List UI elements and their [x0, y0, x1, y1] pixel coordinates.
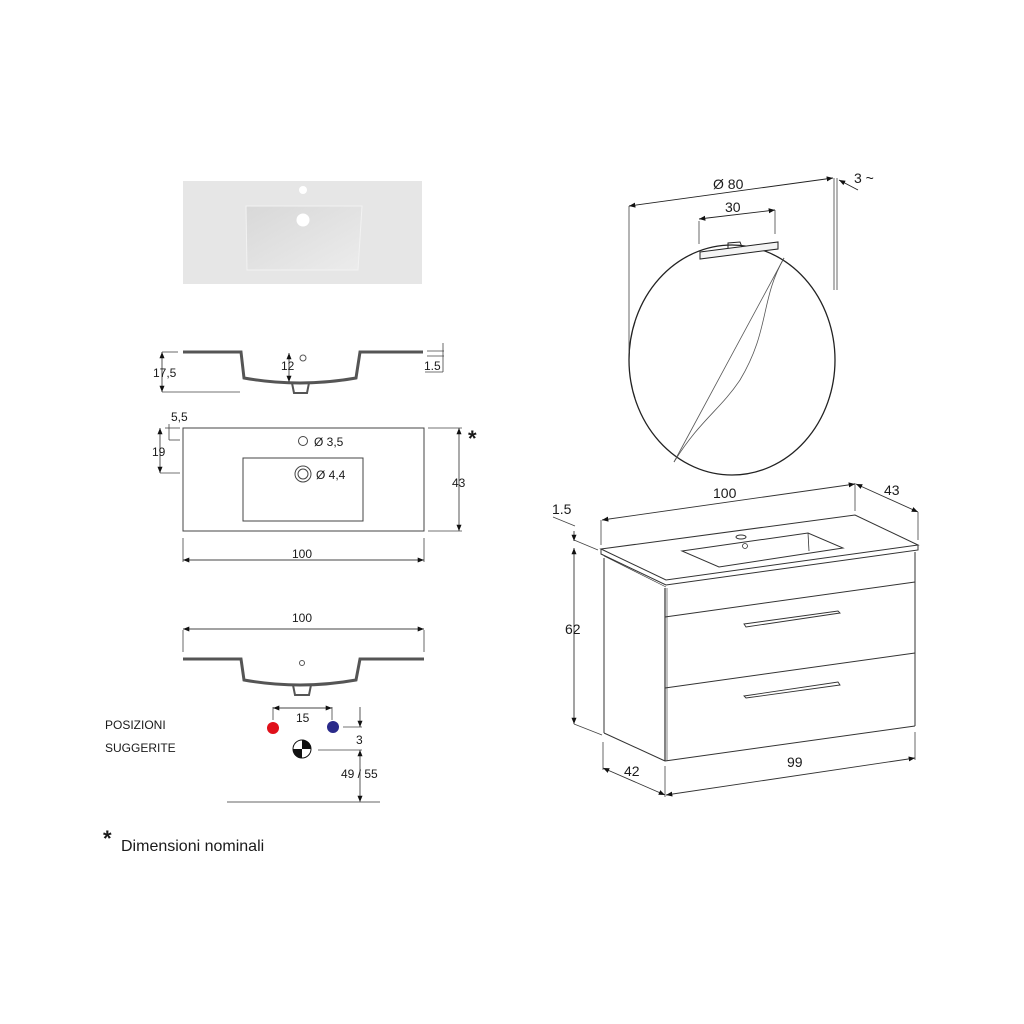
dim-rim-thickness: 1.5 — [424, 359, 441, 373]
sink-side-section — [159, 343, 444, 394]
dim-front-width: 100 — [292, 611, 312, 625]
tap-hole-icon — [298, 436, 308, 446]
mirror-diameter: Ø 80 — [713, 176, 744, 192]
drain-hole-icon — [296, 213, 310, 227]
dim-vertical-offset: 3 — [356, 733, 363, 747]
cabinet-top-thickness: 1.5 — [552, 501, 572, 517]
footnote-text: Dimensioni nominali — [121, 838, 265, 855]
dim-edge-offset: 5,5 — [171, 410, 188, 424]
sink-front-section — [182, 626, 425, 803]
cabinet-top-width: 100 — [713, 485, 737, 501]
cold-water-position-icon — [327, 721, 339, 733]
mirror-lamp-width: 30 — [725, 199, 741, 215]
mirror-wall-gap: 3 ~ — [854, 170, 874, 186]
cabinet-top-depth: 43 — [884, 482, 900, 498]
dim-depth: 43 — [452, 476, 466, 490]
mirror-outline-icon — [628, 244, 836, 476]
suggested-positions-label-2: SUGGERITE — [105, 741, 176, 755]
mirror-lamp-icon — [699, 241, 779, 260]
sink-top-render — [183, 181, 422, 284]
dim-tap-hole-offset: 19 — [152, 445, 166, 459]
drawer-handle-icon — [743, 610, 841, 628]
hot-water-position-icon — [267, 722, 279, 734]
drain-inner-icon — [297, 468, 309, 480]
dim-tap-spacing: 15 — [296, 711, 310, 725]
round-mirror — [628, 176, 859, 476]
dim-basin-depth: 12 — [281, 359, 295, 373]
dim-width: 100 — [292, 547, 312, 561]
vanity-cabinet — [552, 482, 920, 797]
cabinet-base-width: 99 — [787, 754, 803, 770]
cabinet-height: 62 — [565, 621, 581, 637]
sink-plan-view — [157, 424, 462, 563]
drawer-handle-icon — [743, 681, 841, 699]
tap-hole-label: Ø 3,5 — [314, 435, 344, 449]
drain-hole-label: Ø 4,4 — [316, 468, 346, 482]
cabinet-base-depth: 42 — [624, 763, 640, 779]
nominal-marker: * — [468, 426, 477, 451]
tap-hole-icon — [299, 186, 307, 194]
drain-outer-icon — [294, 465, 312, 483]
suggested-positions-label-1: POSIZIONI — [105, 718, 166, 732]
drain-position-icon — [292, 739, 312, 759]
dim-drain-height: 49 / 55 — [341, 767, 378, 781]
dim-total-height: 17,5 — [153, 366, 177, 380]
footnote-marker: * — [103, 826, 112, 851]
